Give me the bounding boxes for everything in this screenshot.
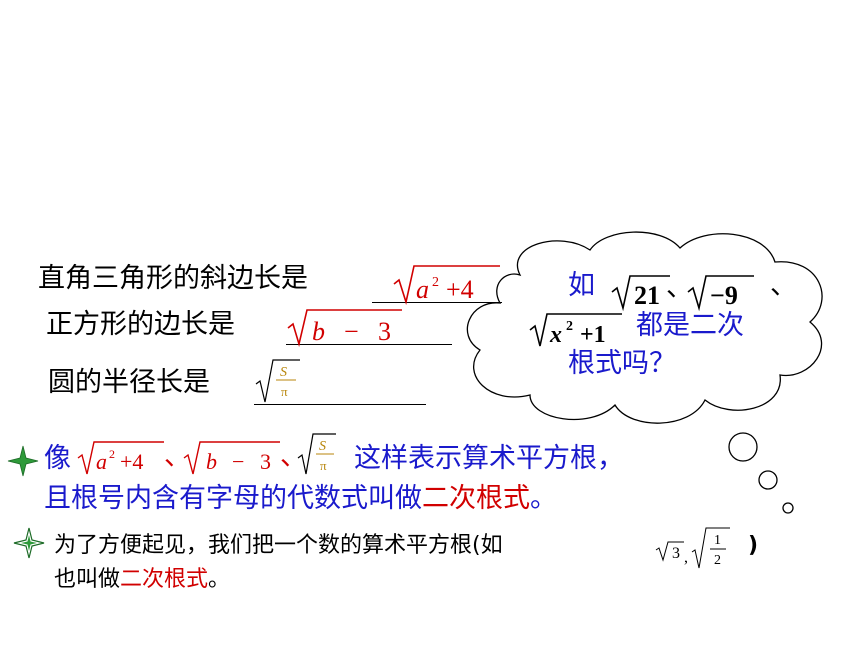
minus-sign: −	[344, 317, 359, 346]
def-math-sqrt-a2-plus-4: a 2 +4	[77, 441, 164, 475]
math-sqrt-x2-plus-1: x 2 +1	[529, 313, 622, 348]
sparkle-icon	[13, 527, 45, 559]
note-math-sqrt3-sqrt-half: 3 , 1 2	[655, 527, 730, 569]
def-var-a: a	[96, 449, 107, 474]
definition-xiang: 像	[44, 443, 71, 474]
sparkle-icon	[7, 445, 39, 477]
definition-line2-prefix: 且根号内含有字母的代数式叫做	[44, 483, 422, 514]
math-sqrt-21: 21	[611, 275, 670, 312]
def-plus-4: +4	[120, 449, 143, 474]
definition-period: 。	[530, 483, 557, 514]
def-math-sqrt-b-minus-3: b − 3	[183, 441, 280, 475]
exp-2: 2	[432, 275, 439, 290]
note-period: 。	[208, 567, 231, 592]
cloud-dun-1: 、	[666, 272, 693, 303]
math-sqrt-neg9: −9	[687, 275, 754, 312]
num-21: 21	[634, 281, 660, 310]
var-a: a	[416, 275, 429, 304]
var-x: x	[549, 322, 562, 348]
answer-line-square-side	[286, 344, 452, 345]
note-comma: ,	[684, 549, 688, 566]
cloud-ru: 如	[568, 270, 595, 301]
exp-2-x: 2	[566, 319, 573, 334]
math-sqrt-s-over-pi: S π	[255, 359, 300, 403]
num-3: 3	[378, 317, 391, 346]
def-math-sqrt-s-over-pi: S π	[297, 433, 336, 475]
def-exp-2: 2	[109, 447, 115, 461]
note-num-2: 2	[714, 553, 721, 568]
def-minus-sign: −	[232, 449, 244, 474]
pi-symbol: π	[281, 384, 288, 399]
def-num-3: 3	[260, 449, 271, 474]
definition-line1-rest: 这样表示算术平方根，	[354, 443, 624, 474]
cloud-dun-2: 、	[770, 270, 797, 301]
note-line2: 也叫做二次根式。	[54, 566, 230, 594]
answer-line-hypotenuse	[372, 302, 502, 303]
question-circle-radius: 圆的半径长是	[48, 367, 210, 398]
math-sqrt-b-minus-3: b − 3	[287, 309, 402, 348]
plus-4: +4	[446, 275, 474, 304]
question-square-side: 正方形的边长是	[46, 309, 235, 340]
definition-line2: 且根号内含有字母的代数式叫做二次根式。	[44, 482, 557, 516]
neg-9: −9	[710, 281, 738, 310]
note-num-3: 3	[672, 545, 680, 562]
definition-term: 二次根式	[422, 483, 530, 514]
note-close-paren: )	[748, 533, 759, 558]
math-sqrt-a2-plus-4: a 2 +4	[393, 265, 500, 306]
note-line2-prefix: 也叫做	[54, 567, 121, 592]
def-var-s: S	[319, 439, 326, 454]
note-line1: 为了方便起见，我们把一个数的算术平方根(如	[54, 533, 503, 558]
note-num-1: 1	[714, 533, 721, 548]
cloud-are-they: 都是二次	[636, 310, 744, 341]
note-term: 二次根式	[120, 567, 209, 592]
def-pi-symbol: π	[320, 458, 327, 473]
answer-line-circle-radius	[254, 404, 426, 405]
plus-1: +1	[580, 322, 606, 348]
var-s: S	[280, 365, 287, 380]
question-hypotenuse: 直角三角形的斜边长是	[38, 263, 308, 294]
var-b: b	[312, 317, 325, 346]
cloud-radical-question: 根式吗？	[568, 348, 676, 379]
def-var-b: b	[206, 449, 217, 474]
